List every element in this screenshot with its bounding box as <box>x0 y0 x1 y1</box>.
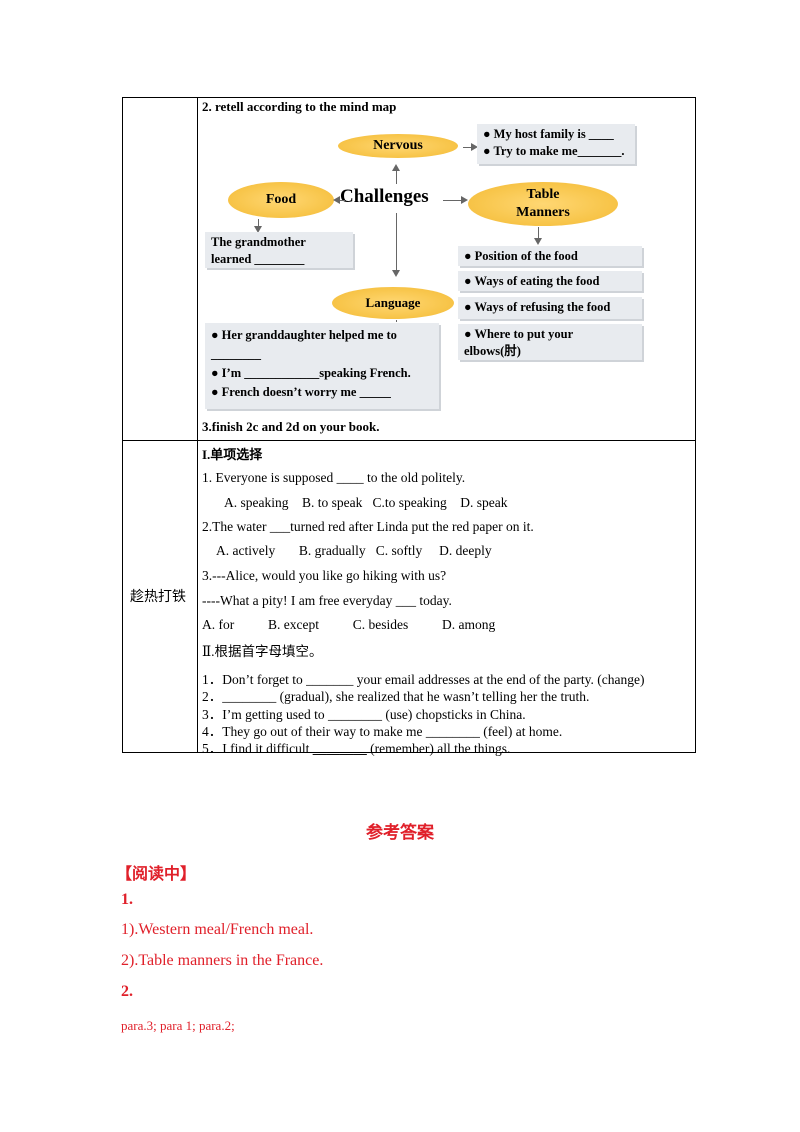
fill-blank-4: 4．They go out of their way to make me __… <box>202 724 563 739</box>
question-3-line-2: ----What a pity! I am free everyday ___ … <box>202 593 452 608</box>
language-details-box: ● Her granddaughter helped me to _______… <box>205 323 439 409</box>
answers-title: 参考答案 <box>366 823 434 842</box>
step2-title: 2. retell according to the mind map <box>202 99 397 114</box>
answer-1: 1).Western meal/French meal. <box>121 921 314 938</box>
nervous-node: Nervous <box>338 134 458 158</box>
challenges-node: Challenges <box>340 186 429 207</box>
arrow-down-icon <box>534 238 542 245</box>
food-node: Food <box>228 182 334 218</box>
arrow-right-icon <box>461 196 468 204</box>
fill-blank-1: 1．Don’t forget to _______ your email add… <box>202 672 645 687</box>
question-2: 2.The water ___turned red after Linda pu… <box>202 519 534 534</box>
question-3-options: A. for B. except C. besides D. among <box>202 617 496 632</box>
position-of-food-box: ● Position of the food <box>458 246 642 266</box>
answer-number-1: 1. <box>121 891 133 908</box>
question-2-options: A. actively B. gradually C. softly D. de… <box>216 543 492 558</box>
food-details-box: The grandmother learned ________ <box>205 232 353 268</box>
arrow-up-icon <box>392 164 400 171</box>
step3-text: 3.finish 2c and 2d on your book. <box>202 419 380 434</box>
answer-2: 2).Table manners in the France. <box>121 952 324 969</box>
answer-number-2: 2. <box>121 983 133 1000</box>
answer-3: para.3; para 1; para.2; <box>121 1018 235 1033</box>
question-1: 1. Everyone is supposed ____ to the old … <box>202 470 466 485</box>
arrow-right-icon <box>471 143 478 151</box>
ways-of-eating-box: ● Ways of eating the food <box>458 271 642 291</box>
elbows-box: ● Where to put your elbows(肘) <box>458 324 642 360</box>
question-3-line-1: 3.---Alice, would you like go hiking wit… <box>202 568 447 583</box>
arrow-left-icon <box>333 196 340 204</box>
arrow-down-icon <box>392 270 400 277</box>
language-node: Language <box>332 287 454 319</box>
fill-blank-5: 5．I find it difficult ________ (remember… <box>202 741 511 756</box>
ways-of-refusing-box: ● Ways of refusing the food <box>458 297 642 319</box>
fill-blank-3: 3．I’m getting used to ________ (use) cho… <box>202 707 526 722</box>
question-1-options: A. speaking B. to speak C.to speaking D.… <box>224 495 508 510</box>
arrow-down-icon <box>254 226 262 233</box>
answers-section: 【阅读中】 <box>116 866 197 883</box>
section2-title: Ⅱ.根据首字母填空。 <box>202 644 323 659</box>
nervous-details-box: ● My host family is ____ ● Try to make m… <box>477 124 635 164</box>
row-label: 趁热打铁 <box>130 590 186 605</box>
fill-blank-2: 2．________ (gradual), she realized that … <box>202 689 590 704</box>
section1-title: I.单项选择 <box>202 447 263 462</box>
